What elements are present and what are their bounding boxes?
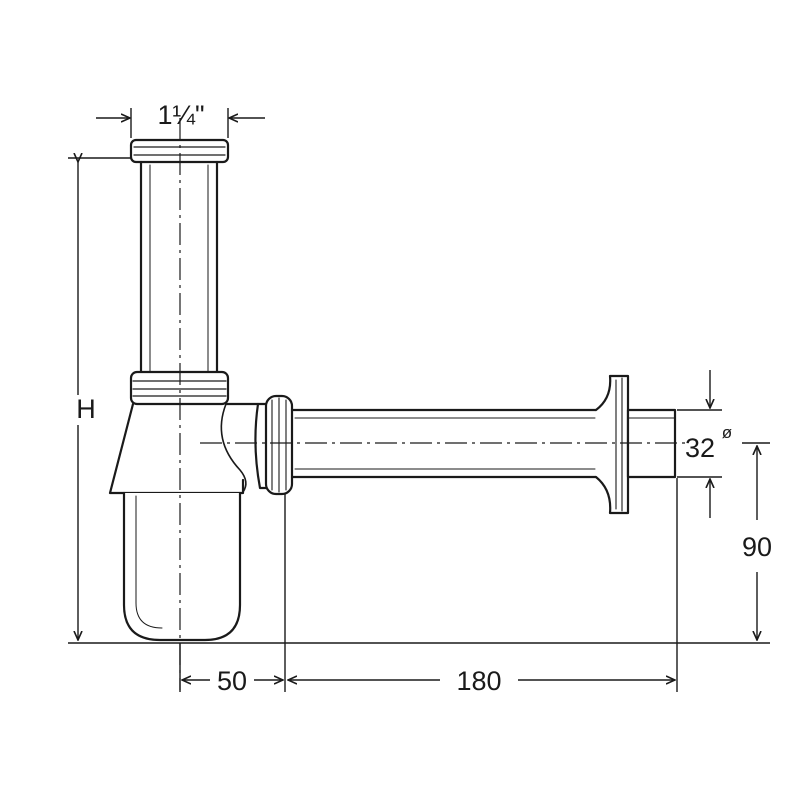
outlet-nut <box>254 394 294 496</box>
trap-body <box>108 402 260 642</box>
outlet-diameter-label: 32 <box>685 433 715 463</box>
thread-size-label: 1¼" <box>157 100 204 130</box>
outlet-length-label: 180 <box>456 666 501 696</box>
trap-offset-label: 50 <box>217 666 247 696</box>
tail-pipe <box>139 160 219 380</box>
diameter-symbol: ø <box>722 423 732 442</box>
outlet-pipe <box>290 408 600 479</box>
outlet-height-label: 90 <box>742 532 772 562</box>
wall-flange <box>594 374 630 515</box>
center-lines <box>179 118 690 690</box>
height-label: H <box>76 394 96 424</box>
